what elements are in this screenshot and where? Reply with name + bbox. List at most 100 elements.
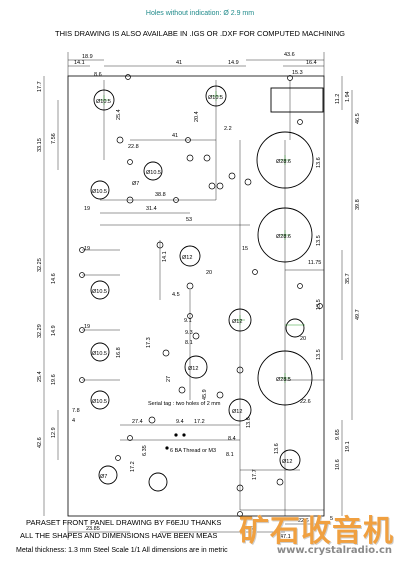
hole-label: Ø28.5 <box>276 377 291 383</box>
dim-label: 22.6 <box>298 518 309 524</box>
dim-label: 5 <box>330 516 333 522</box>
medium-hole <box>90 280 110 300</box>
dim-label: 20 <box>206 270 212 276</box>
medium-hole <box>228 308 252 332</box>
dim-label: 11.75 <box>308 260 321 266</box>
dim-label: 17.2 <box>194 419 205 425</box>
dim-label: 4 <box>72 418 75 424</box>
medium-hole <box>148 472 168 492</box>
hole-label: Ø7 <box>100 474 107 480</box>
dim-label: 19 <box>84 324 90 330</box>
medium-hole <box>90 342 110 362</box>
hole-label: Ø28.6 <box>276 234 291 240</box>
large-hole <box>257 207 313 263</box>
dim-label: 8.6 <box>94 72 102 78</box>
hole-label: Ø10.5 <box>92 399 107 405</box>
dim-label: 25.4 <box>37 371 43 382</box>
dim-label: 8.1 <box>185 340 193 346</box>
dim-label: 17.7 <box>252 469 258 480</box>
dim-label: 19.1 <box>345 441 351 452</box>
dim-label: 16.4 <box>306 60 317 66</box>
dim-label: 17.3 <box>146 337 152 348</box>
dim-label: 18.9 <box>82 54 93 60</box>
dim-label: 13.6 <box>246 417 252 428</box>
dim-label: 38.8 <box>155 192 166 198</box>
thread-note: 6 BA Thread or M3 <box>170 448 216 454</box>
dim-label: 14.1 <box>162 251 168 262</box>
dim-label: 53 <box>186 217 192 223</box>
footer-line-2: ALL THE SHAPES AND DIMENSIONS HAVE BEEN … <box>20 531 218 540</box>
dim-label: 13.6 <box>316 157 322 168</box>
dim-label: 14.9 <box>228 60 239 66</box>
dim-label: 19 <box>84 206 90 212</box>
dim-label: 47.1 <box>280 534 291 540</box>
medium-hole <box>143 161 163 181</box>
medium-hole <box>90 180 110 200</box>
dim-label: 13.5 <box>316 235 322 246</box>
large-hole <box>257 350 313 406</box>
dim-label: 41 <box>176 60 182 66</box>
hole-label: Ø12 <box>188 366 198 372</box>
hole-label: Ø12 <box>232 409 242 415</box>
dim-label: 32.29 <box>37 324 43 338</box>
medium-hole <box>205 85 227 107</box>
dim-label: 46.5 <box>355 113 361 124</box>
large-hole <box>256 131 314 189</box>
dim-label: 8.1 <box>226 452 234 458</box>
hole-label: Ø10.5 <box>92 351 107 357</box>
medium-hole <box>279 449 301 471</box>
hole-label: Ø7 <box>132 181 139 187</box>
medium-hole <box>184 355 208 379</box>
medium-hole <box>93 89 115 111</box>
dim-label: 17.2 <box>130 461 136 472</box>
medium-hole <box>285 318 305 338</box>
dim-label: 32.25 <box>37 258 43 272</box>
hole-label: Ø10.5 <box>92 289 107 295</box>
dim-label: 19 <box>84 246 90 252</box>
dim-label: 15 <box>242 246 248 252</box>
hole-label: Ø10.5 <box>92 189 107 195</box>
hole-label: Ø28.6 <box>276 159 291 165</box>
dim-label: 9.3 <box>185 330 193 336</box>
dim-label: 27.4 <box>132 419 143 425</box>
hole-label: Ø12 <box>232 319 242 325</box>
dim-label: 11.2 <box>335 94 341 104</box>
dim-label: 27 <box>166 376 172 382</box>
dim-label: 6.35 <box>142 445 148 456</box>
dim-label: 23.85 <box>86 526 100 532</box>
dim-label: 35.7 <box>345 273 351 284</box>
dim-label: 15.3 <box>292 70 303 76</box>
medium-hole <box>90 390 110 410</box>
medium-hole <box>179 245 201 267</box>
dim-label: 14.6 <box>51 273 57 284</box>
availability-note: THIS DRAWING IS ALSO AVAILABE IN .IGS OR… <box>55 29 345 38</box>
hole-label: Ø10.5 <box>146 170 161 176</box>
dim-label: 19.6 <box>51 374 57 385</box>
dim-label: 7.56 <box>51 133 57 144</box>
dim-label: 4.5 <box>172 292 180 298</box>
hole-label: Ø10.5 <box>208 95 223 101</box>
dim-label: 12.9 <box>51 427 57 438</box>
dim-label: 22.6 <box>300 399 311 405</box>
dim-label: 13.5 <box>316 349 322 360</box>
holes-note: Holes without indication: Ø 2.9 mm <box>145 10 255 17</box>
watermark-logo: 矿石收音机 <box>239 514 394 549</box>
dim-label: 14.1 <box>74 60 85 66</box>
dim-label: 13.5 <box>316 299 322 310</box>
dim-label: 9.4 <box>176 419 184 425</box>
dim-label: 9.65 <box>335 429 341 440</box>
medium-hole <box>228 398 252 422</box>
dim-label: 7.8 <box>72 408 80 414</box>
hole-label: Ø12 <box>182 255 192 261</box>
hole-label: Ø10.5 <box>96 99 111 105</box>
dim-label: 16.8 <box>116 347 122 358</box>
dim-label: 39.8 <box>355 199 361 210</box>
dim-label: 10.6 <box>335 459 341 470</box>
dim-label: 8.4 <box>228 436 236 442</box>
footer-line-3: Metal thickness: 1.3 mm Steel Scale 1/1 … <box>16 547 228 554</box>
dim-label: 43.6 <box>284 52 295 58</box>
hole-label: Ø12 <box>282 459 292 465</box>
rect-cutout <box>270 87 324 113</box>
dim-label: 1.94 <box>345 91 351 102</box>
dim-label: 13.6 <box>274 443 280 454</box>
